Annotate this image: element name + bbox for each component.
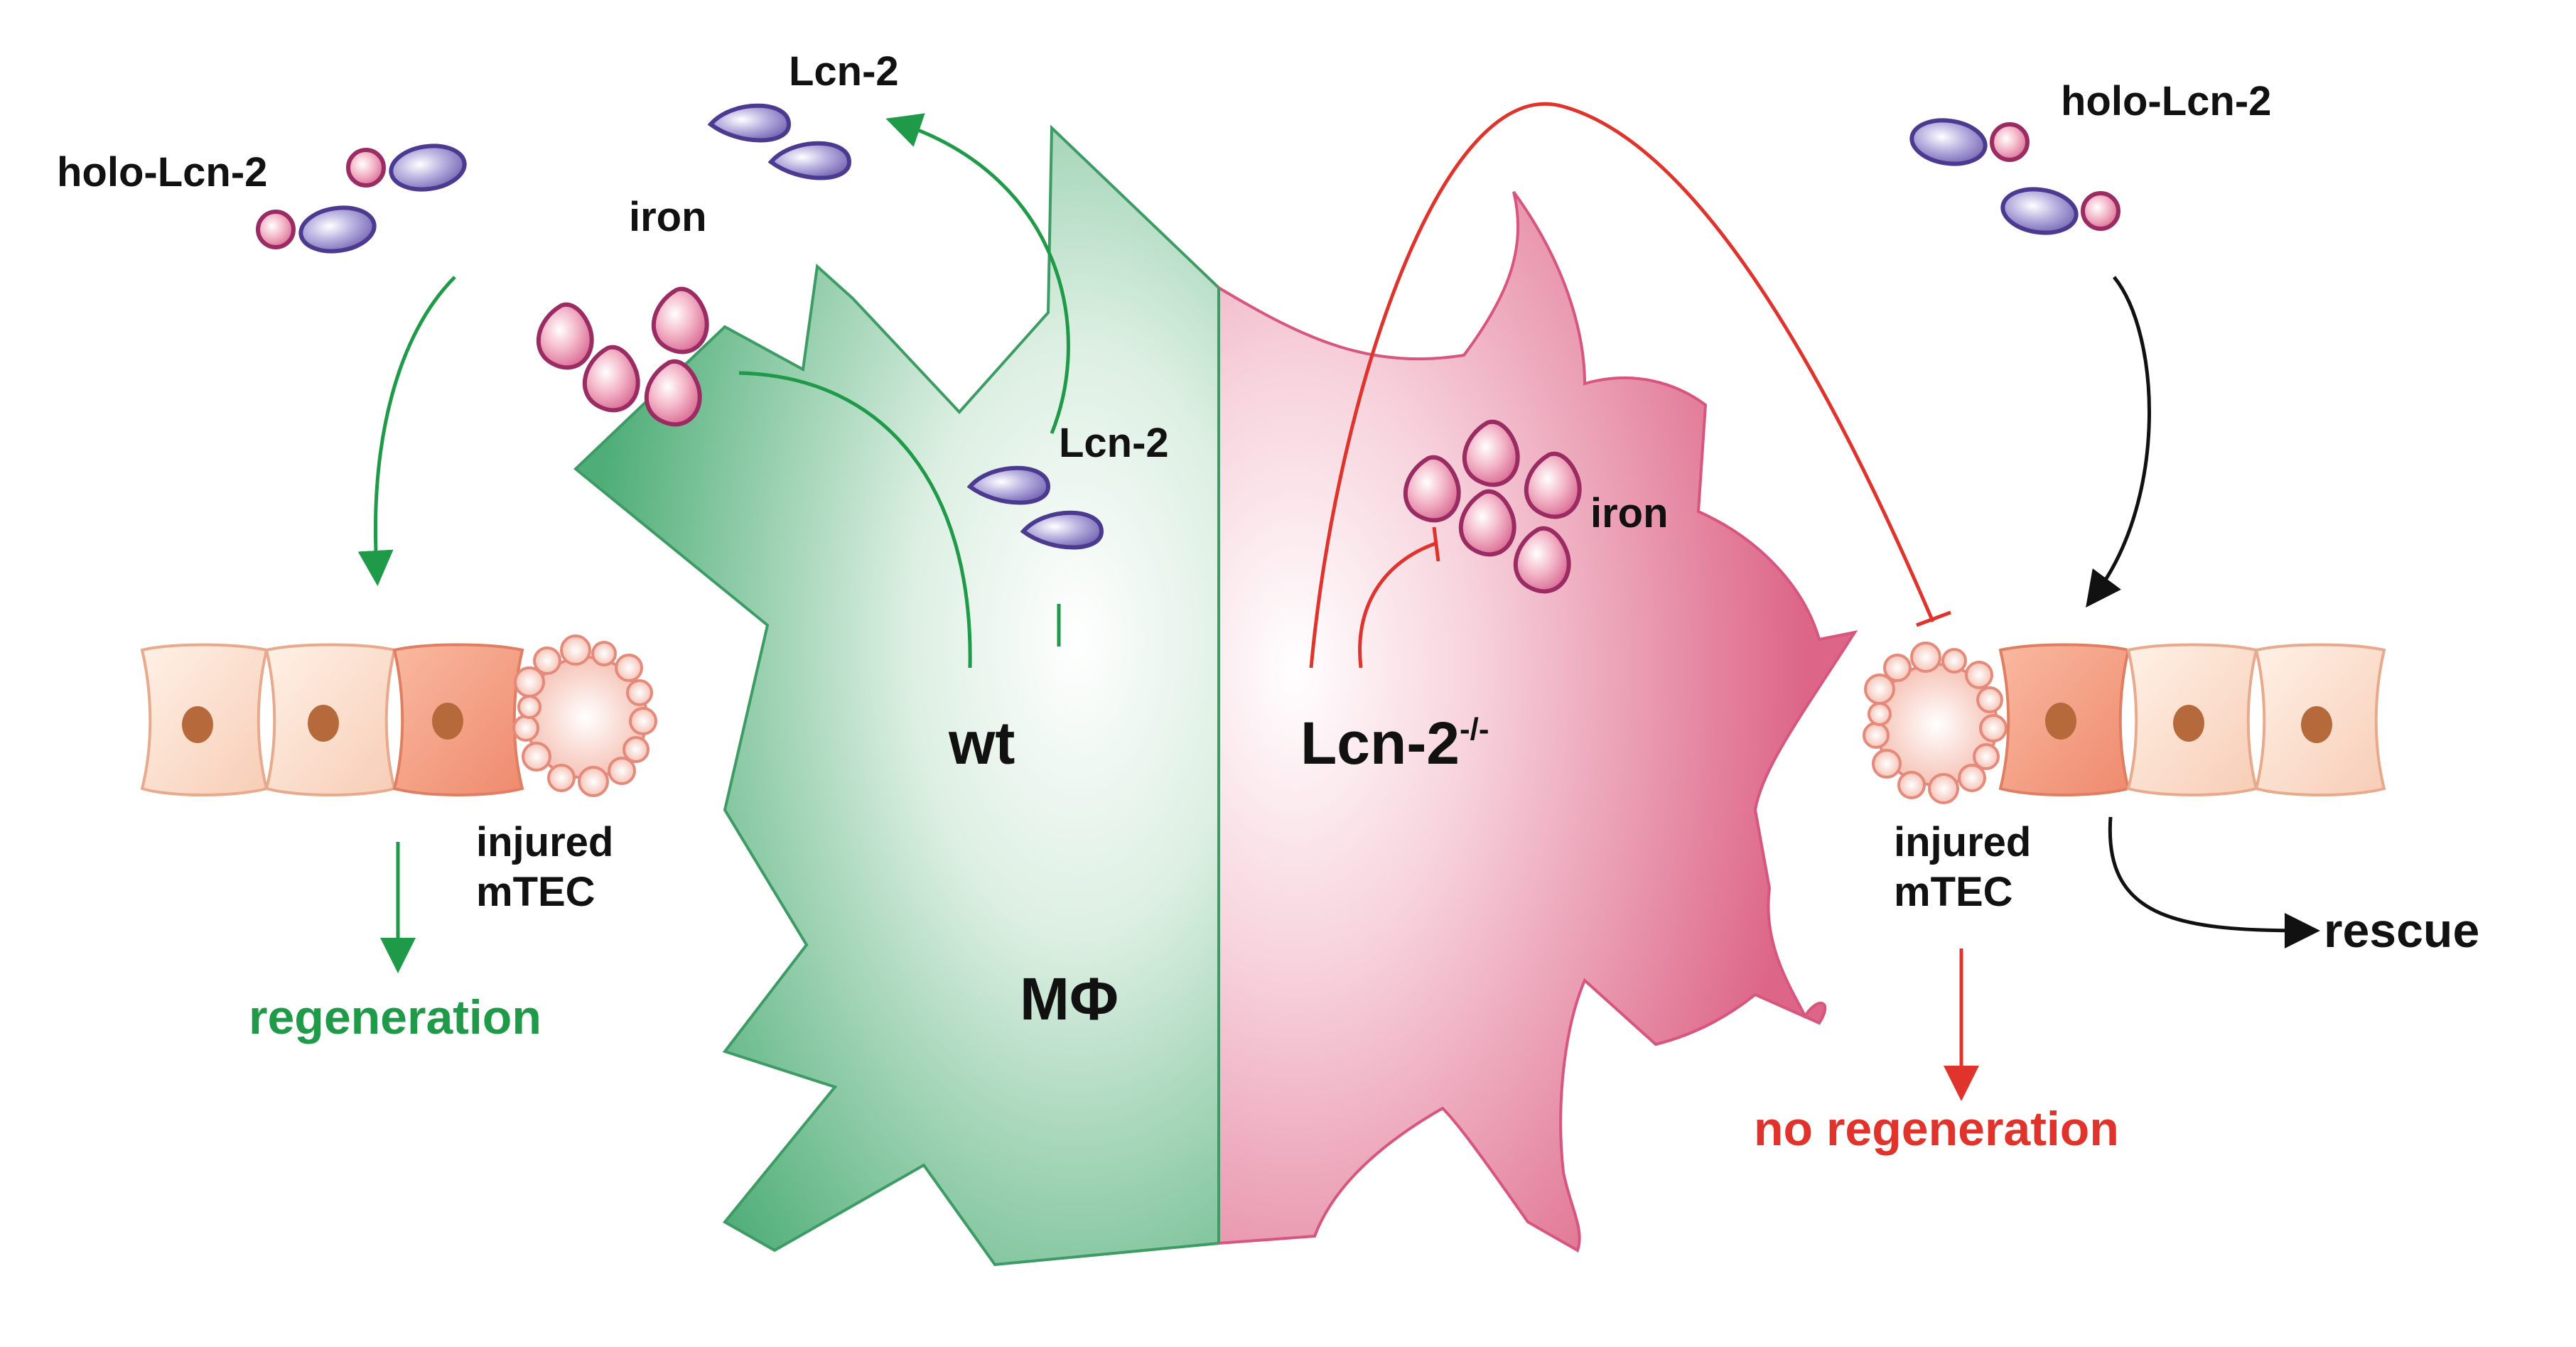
arrow-rescue (2108, 816, 2320, 948)
label-lcn2-knockout: Lcn-2-/- (1300, 710, 1489, 777)
iron-particle (1462, 419, 1520, 487)
label-rescue: rescue (2324, 904, 2479, 958)
iron-particle (536, 302, 594, 370)
iron-particle (651, 286, 709, 355)
macrophage-cell (573, 124, 1858, 1267)
apoptotic-cell (1863, 642, 2008, 804)
label-iron-right: iron (1590, 490, 1669, 536)
label-wt: wt (948, 710, 1015, 777)
iron-particle (1513, 526, 1571, 594)
iron-particle (1403, 455, 1461, 523)
holo-lcn2-molecule (346, 144, 467, 192)
epithelial-cells-right (1863, 642, 2386, 804)
iron-particle (582, 345, 640, 413)
holo-lcn2-molecule (1909, 118, 2030, 166)
label-no-regeneration: no regeneration (1754, 1102, 2119, 1156)
label-lcn2-mid: Lcn-2 (1059, 420, 1169, 466)
label-iron-left: iron (629, 194, 707, 240)
inhibition-ko-to-right-cells (1309, 102, 1935, 669)
inhibition-iron-uptake (1358, 541, 1436, 669)
iron-cluster-right (1403, 419, 1582, 594)
lipocalin-molecules (256, 103, 2120, 550)
label-mtec-left: mTEC (476, 869, 596, 915)
label-holo-lcn2-left: holo-Lcn-2 (57, 149, 267, 195)
iron-cluster-left (536, 286, 709, 427)
lcn2-molecule (707, 103, 792, 143)
label-macrophage: MΦ (1020, 965, 1119, 1032)
arrow-iron-into-wt (738, 371, 972, 669)
label-injured-left: injured (476, 819, 613, 865)
lcn2-molecule (966, 465, 1051, 505)
iron-particle (1524, 451, 1582, 519)
pathway-arrows (357, 102, 2320, 1101)
label-injured-right: injured (1894, 819, 2031, 865)
holo-lcn2-molecule (2000, 187, 2120, 235)
macrophage-knockout-half (1217, 190, 1858, 1253)
label-regeneration: regeneration (249, 990, 541, 1044)
label-knockout-superscript: -/- (1460, 712, 1489, 747)
holo-lcn2-molecule (256, 205, 377, 254)
arrow-holo-to-right-cells (2086, 276, 2152, 608)
iron-particle (1458, 489, 1516, 557)
label-mtec-right: mTEC (1894, 869, 2013, 915)
lcn2-molecule (1020, 510, 1104, 550)
arrow-holo-to-left-cells (357, 276, 456, 586)
labels: holo-Lcn-2 Lcn-2 iron Lcn-2 wt MΦ Lcn-2-… (57, 48, 2479, 1156)
epithelial-cells-left (140, 634, 657, 797)
arrow-lcn2-export (885, 113, 1070, 434)
lcn2-molecule (767, 141, 852, 180)
label-holo-lcn2-right: holo-Lcn-2 (2061, 78, 2271, 124)
label-lcn2-top: Lcn-2 (789, 48, 899, 94)
iron-particle (644, 359, 702, 427)
apoptotic-cell (512, 634, 657, 797)
